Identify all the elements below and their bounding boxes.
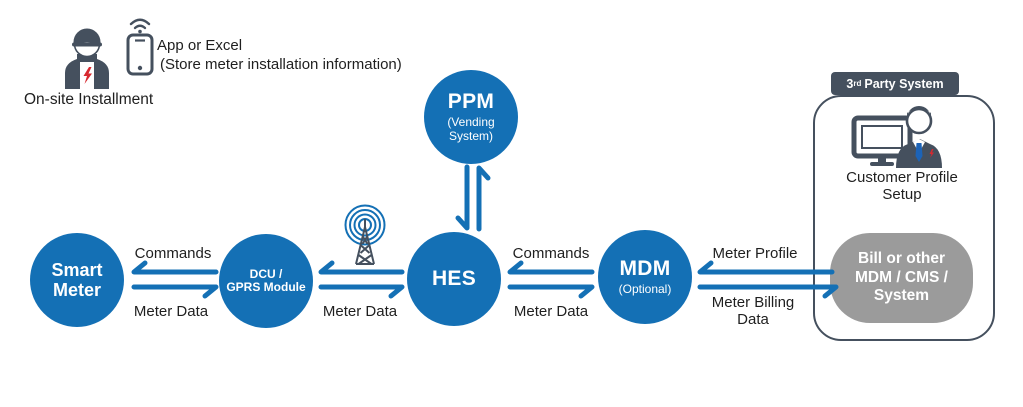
- operator-at-computer-icon: [850, 100, 942, 173]
- mdm-sublabel: (Optional): [618, 281, 672, 296]
- arrow-down-to-hes: [455, 164, 470, 231]
- customer-profile-line1: Customer Profile: [846, 169, 958, 186]
- bill-or-other-mdm-cms-box: Bill or other MDM / CMS / System: [830, 233, 973, 323]
- gray-box-line3: System: [873, 287, 930, 305]
- label-meter-data-meter-dcu: Meter Data: [133, 303, 209, 320]
- hes-label: HES: [431, 267, 477, 291]
- app-or-excel-label: App or Excel: [157, 37, 243, 54]
- monitor-icon: [851, 115, 913, 166]
- smartphone-wifi-icon: [120, 14, 160, 81]
- dcu-label-line1: DCU /: [249, 266, 283, 281]
- store-meter-info-note: (Store meter installation information): [160, 56, 402, 73]
- person-icon: [896, 106, 942, 168]
- wifi-signal-icon: [129, 18, 151, 30]
- arrow-meter-data-to-mdm: [507, 284, 595, 299]
- label-meter-data-dcu-hes: Meter Data: [322, 303, 398, 320]
- gray-box-line1: Bill or other: [858, 250, 945, 268]
- label-meter-data-hes-mdm: Meter Data: [513, 303, 589, 320]
- arrow-up-to-ppm: [476, 165, 491, 232]
- third-party-header-text: Party System: [864, 76, 944, 91]
- node-hes: HES: [407, 232, 501, 326]
- node-mdm: MDM (Optional): [598, 230, 692, 324]
- radio-antenna-icon: [338, 203, 392, 272]
- customer-profile-line2: Setup: [882, 186, 922, 204]
- third-party-number: 3: [846, 76, 854, 91]
- onsite-installment-caption: On-site Installment: [24, 91, 154, 108]
- label-meter-billing-data: Meter Billing Data: [711, 294, 795, 328]
- label-meter-profile: Meter Profile: [712, 245, 798, 262]
- smart-meter-label-line1: Smart: [51, 259, 103, 280]
- arrow-meter-data-to-hes: [318, 284, 405, 299]
- node-ppm: PPM (Vending System): [424, 70, 518, 164]
- node-smart-meter: Smart Meter: [30, 233, 124, 327]
- gray-box-line2: MDM / CMS /: [855, 268, 948, 286]
- label-commands-meter-dcu: Commands: [134, 245, 212, 262]
- ppm-sublabel-line1: (Vending: [447, 114, 495, 129]
- mdm-label: MDM: [619, 257, 671, 281]
- arrow-meter-data-to-dcu: [131, 284, 219, 299]
- ppm-sublabel-line2: System): [448, 128, 493, 143]
- customer-profile-setup-label: Customer Profile Setup: [846, 169, 958, 203]
- installer-worker-icon: [55, 25, 119, 94]
- arrow-commands-to-smart-meter: [131, 260, 219, 275]
- third-party-ordinal: rd: [853, 79, 862, 88]
- arrow-commands-to-hes: [507, 260, 595, 275]
- label-commands-hes-mdm: Commands: [512, 245, 590, 262]
- smart-meter-label-line2: Meter: [52, 280, 101, 300]
- dcu-label-line2: GPRS Module: [226, 280, 306, 294]
- node-dcu-gprs: DCU / GPRS Module: [219, 234, 313, 328]
- ppm-label: PPM: [447, 90, 495, 114]
